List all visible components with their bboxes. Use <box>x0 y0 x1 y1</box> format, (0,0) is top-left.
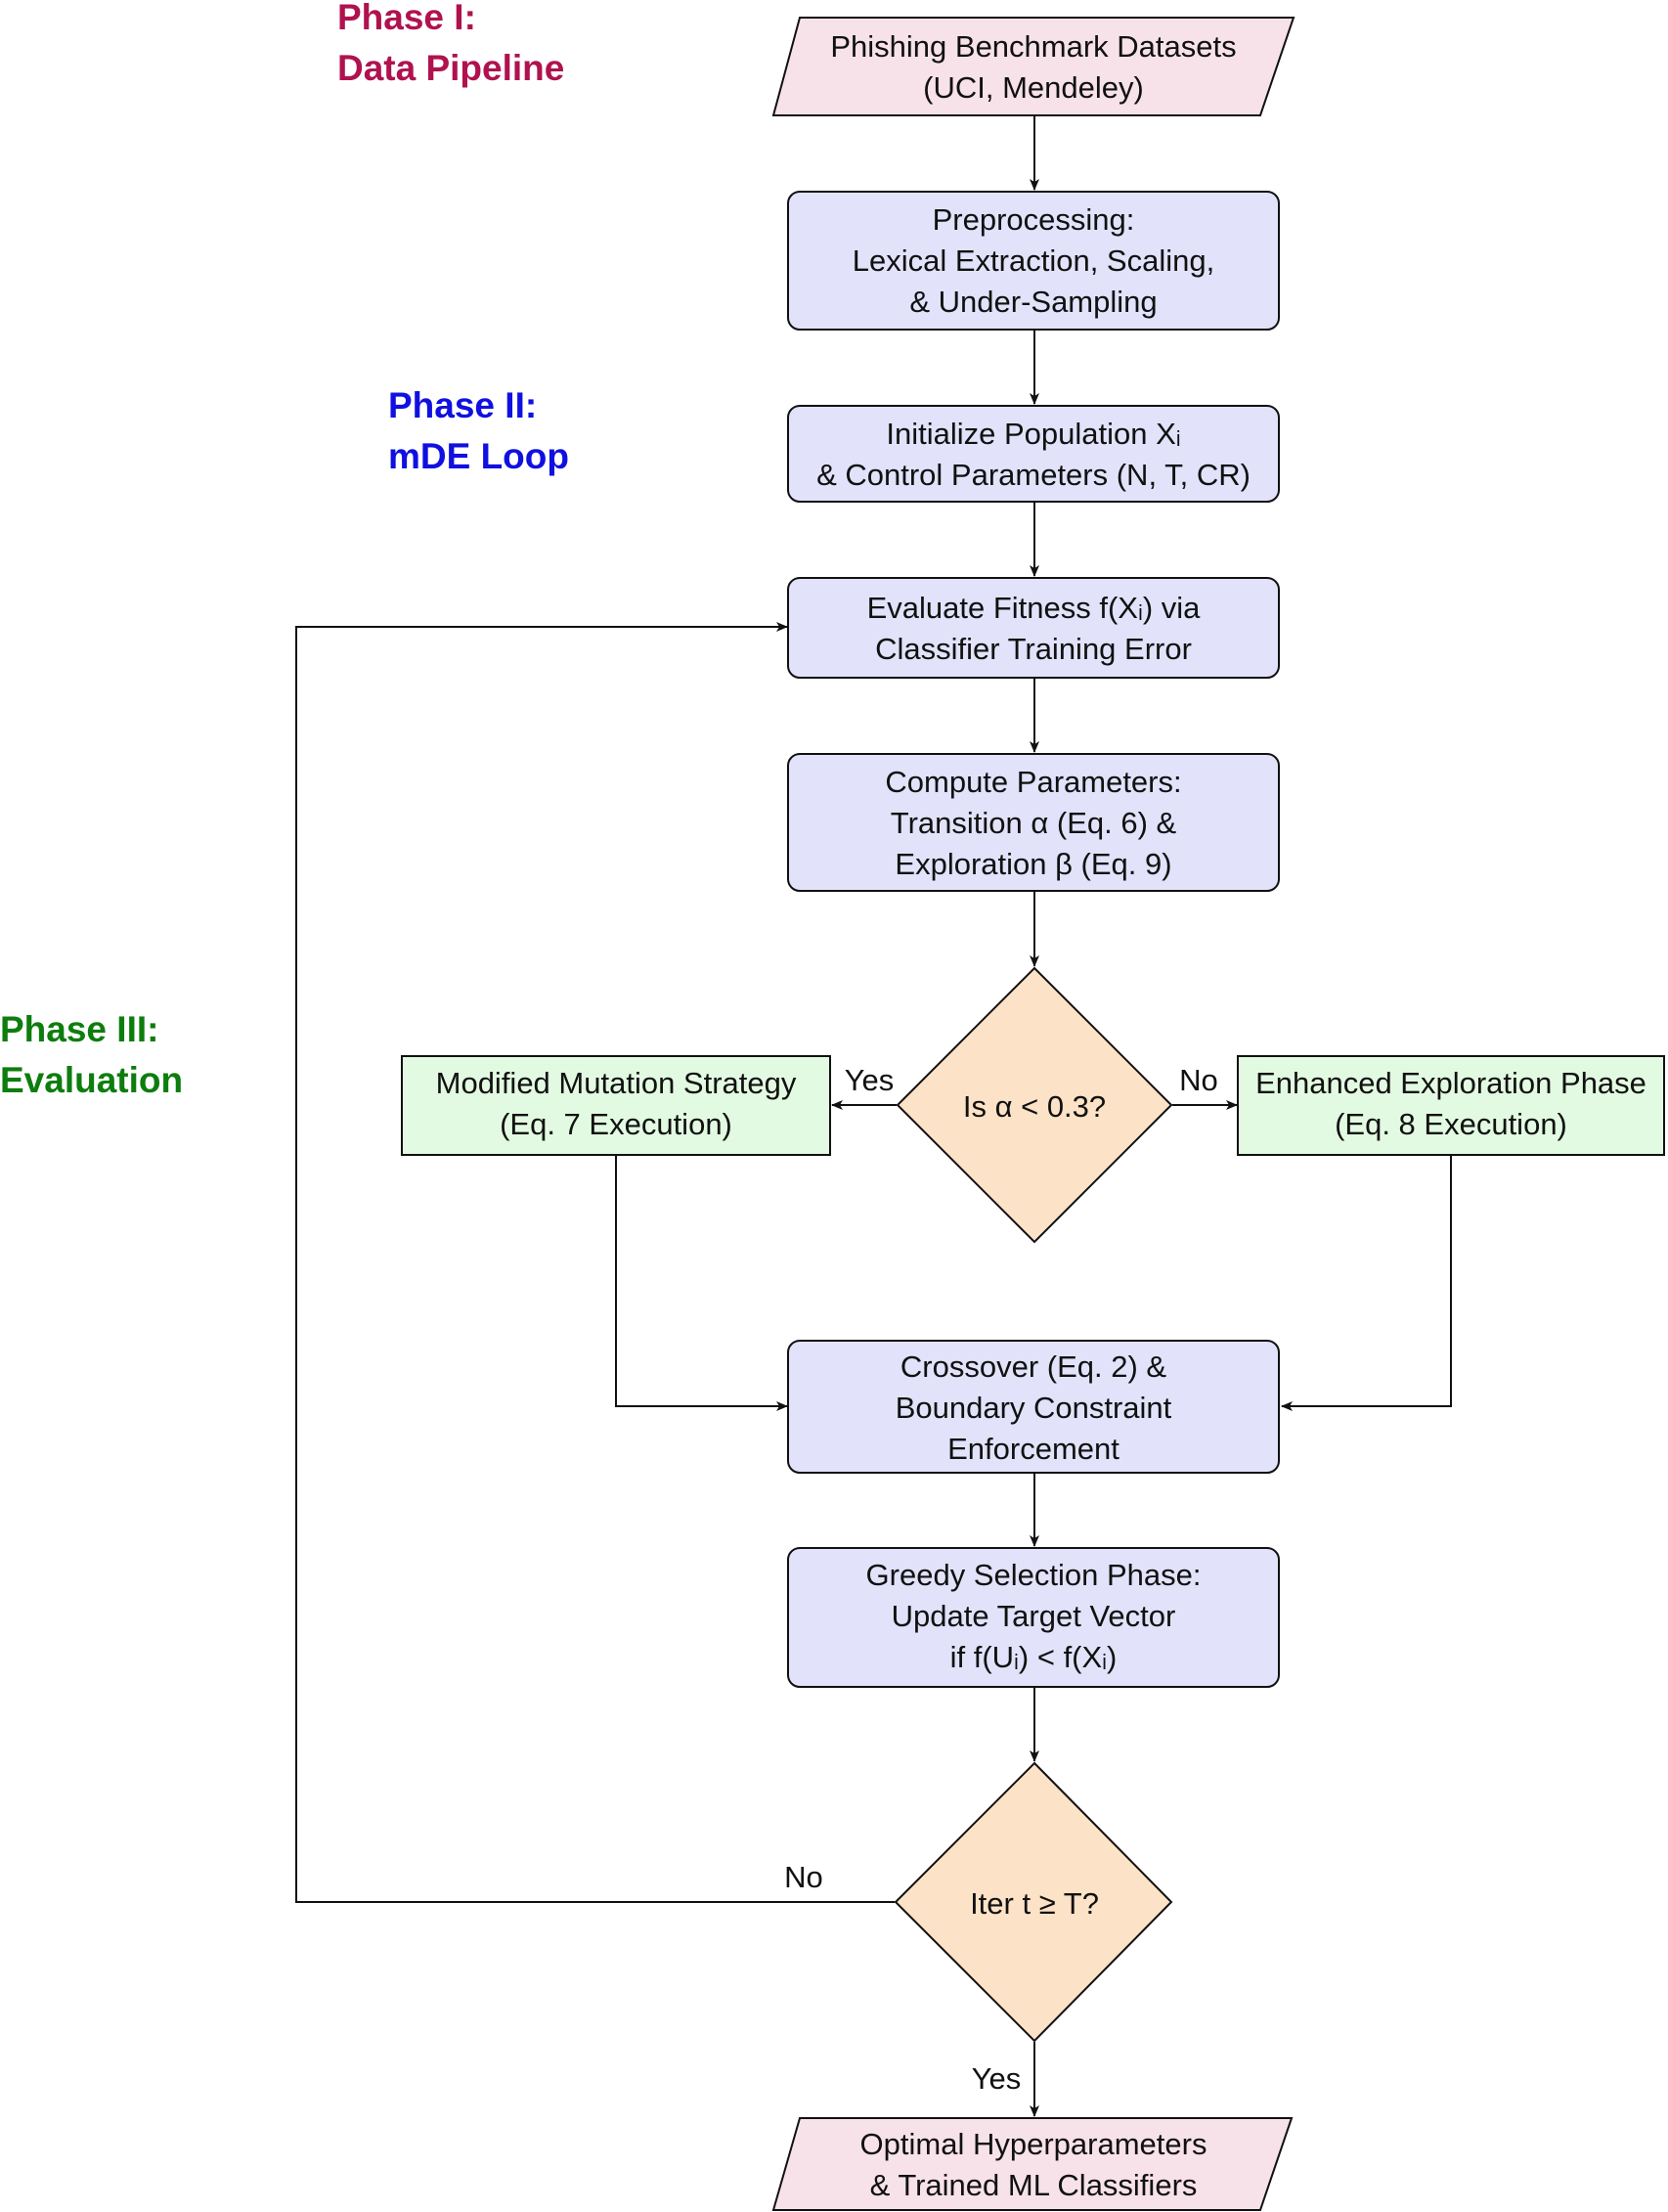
node-mutation: Modified Mutation Strategy (Eq. 7 Executi… <box>401 1055 831 1156</box>
phase-3-title: Phase III: <box>0 1009 158 1049</box>
node-compute: Compute Parameters: Transition α (Eq. 6) … <box>787 753 1280 892</box>
crossover-line: Boundary Constraint <box>896 1391 1172 1425</box>
compute-line: Exploration β (Eq. 9) <box>895 847 1171 881</box>
initialize-box <box>787 405 1280 503</box>
evaluate-box <box>787 577 1280 679</box>
crossover-line: Enforcement <box>947 1432 1119 1466</box>
exploration-line: Enhanced Exploration Phase <box>1255 1066 1646 1100</box>
exploration-text: Enhanced Exploration Phase (Eq. 8 Executi… <box>1255 1066 1646 1141</box>
edge-mutation-crossover <box>615 1155 788 1411</box>
edges <box>295 116 1452 2117</box>
node-selection: Greedy Selection Phase: Update Target Vec… <box>787 1547 1280 1688</box>
datasets-line: (UCI, Mendeley) <box>923 70 1144 105</box>
phase-2-subtitle: mDE Loop <box>388 436 569 476</box>
evaluate-line: Evaluate Fitness f(Xᵢ) via <box>867 591 1202 625</box>
edge-iter-loop-back <box>295 622 895 1903</box>
initialize-line: Initialize Population Xᵢ <box>886 417 1180 451</box>
selection-line: Update Target Vector <box>892 1599 1176 1633</box>
node-preprocessing: Preprocessing: Lexical Extraction, Scalin… <box>787 191 1280 331</box>
evaluate-line: Classifier Training Error <box>875 632 1192 666</box>
exploration-line: (Eq. 8 Execution) <box>1335 1107 1567 1141</box>
node-initialize: Initialize Population Xᵢ & Control Parame… <box>787 405 1280 503</box>
phase-3-subtitle: Evaluation <box>0 1060 183 1100</box>
mutation-line: (Eq. 7 Execution) <box>500 1107 732 1141</box>
decision-alpha-text: Is α < 0.3? <box>963 1089 1106 1124</box>
compute-line: Compute Parameters: <box>885 765 1181 799</box>
mutation-line: Modified Mutation Strategy <box>436 1066 797 1100</box>
node-decision-alpha: Is α < 0.3? <box>896 966 1173 1244</box>
edge-exploration-crossover <box>1281 1155 1452 1411</box>
phase-3-label: Phase III: Evaluation <box>0 1009 183 1100</box>
label-iter-no: No <box>784 1860 823 1894</box>
phase-2-title: Phase II: <box>388 385 537 425</box>
initialize-text: Initialize Population Xᵢ & Control Parame… <box>816 417 1251 492</box>
label-alpha-yes: Yes <box>845 1063 895 1097</box>
datasets-parallelogram <box>771 17 1295 116</box>
preprocessing-box <box>787 191 1280 331</box>
compute-line: Transition α (Eq. 6) & <box>891 806 1177 840</box>
compute-text: Compute Parameters: Transition α (Eq. 6) … <box>885 765 1181 881</box>
datasets-text: Phishing Benchmark Datasets (UCI, Mendele… <box>830 29 1236 105</box>
selection-line: if f(Uᵢ) < f(Xᵢ) <box>950 1640 1118 1674</box>
node-exploration: Enhanced Exploration Phase (Eq. 8 Executi… <box>1237 1055 1665 1156</box>
mutation-box <box>401 1055 831 1156</box>
compute-box <box>787 753 1280 892</box>
decision-alpha-line: Is α < 0.3? <box>963 1089 1106 1124</box>
label-iter-yes: Yes <box>972 2061 1022 2096</box>
preprocessing-text: Preprocessing: Lexical Extraction, Scalin… <box>853 202 1214 319</box>
decision-iter-text: Iter t ≥ T? <box>970 1886 1099 1921</box>
output-text: Optimal Hyperparameters & Trained ML Clas… <box>860 2127 1207 2202</box>
preprocessing-line: Preprocessing: <box>933 202 1135 237</box>
crossover-line: Crossover (Eq. 2) & <box>900 1349 1167 1384</box>
exploration-box <box>1237 1055 1665 1156</box>
node-datasets: Phishing Benchmark Datasets (UCI, Mendele… <box>771 17 1295 116</box>
output-line: & Trained ML Classifiers <box>870 2168 1198 2202</box>
preprocessing-line: Lexical Extraction, Scaling, <box>853 243 1214 278</box>
label-alpha-no: No <box>1179 1063 1218 1097</box>
node-output: Optimal Hyperparameters & Trained ML Clas… <box>771 2117 1294 2211</box>
decision-iter-line: Iter t ≥ T? <box>970 1886 1099 1921</box>
initialize-line: & Control Parameters (N, T, CR) <box>816 458 1251 492</box>
datasets-line: Phishing Benchmark Datasets <box>830 29 1236 64</box>
phase-2-label: Phase II: mDE Loop <box>388 385 569 476</box>
phase-1-title: Phase I: <box>337 0 476 37</box>
preprocessing-line: & Under-Sampling <box>909 285 1157 319</box>
phase-1-label: Phase I: Data Pipeline <box>337 0 564 88</box>
selection-box <box>787 1547 1280 1688</box>
mutation-text: Modified Mutation Strategy (Eq. 7 Executi… <box>436 1066 797 1141</box>
decision-alpha-diamond <box>896 966 1173 1244</box>
selection-line: Greedy Selection Phase: <box>866 1558 1202 1592</box>
output-line: Optimal Hyperparameters <box>860 2127 1207 2161</box>
decision-iter-diamond <box>894 1761 1173 2043</box>
phase-1-subtitle: Data Pipeline <box>337 48 564 88</box>
crossover-box <box>787 1340 1280 1474</box>
output-parallelogram <box>771 2117 1294 2211</box>
selection-text: Greedy Selection Phase: Update Target Vec… <box>866 1558 1202 1674</box>
node-decision-iter: Iter t ≥ T? <box>894 1761 1173 2043</box>
